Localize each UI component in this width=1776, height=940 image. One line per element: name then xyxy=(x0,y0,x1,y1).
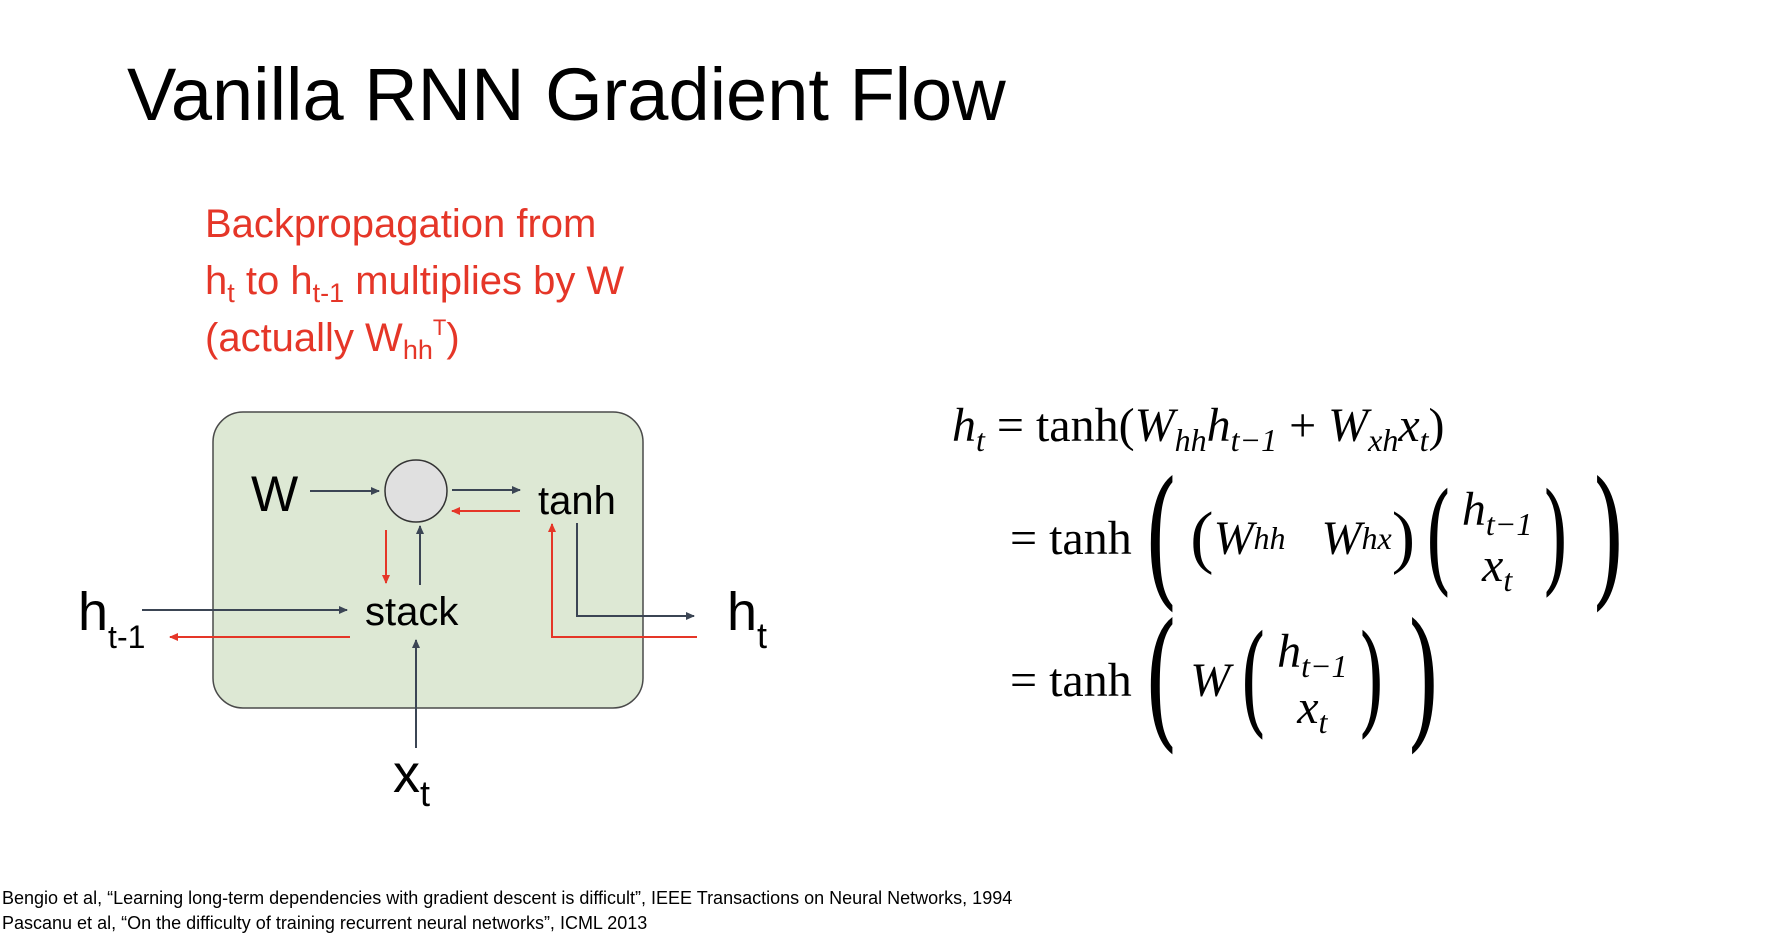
equation-line-1: ht = tanh(Whhht−1 + Wxhxt) xyxy=(952,399,1445,458)
stack-label: stack xyxy=(365,590,459,634)
vector-2: ht−1 xt xyxy=(1277,625,1348,740)
note-line-2: ht to ht-1 multiplies by W xyxy=(205,259,625,308)
tanh-label: tanh xyxy=(538,479,616,523)
backprop-note: Backpropagation from ht to ht-1 multipli… xyxy=(205,196,624,367)
references: Bengio et al, “Learning long-term depend… xyxy=(2,886,1012,936)
ht-to-tanh-back-arrow xyxy=(548,523,697,638)
vector-1: ht−1 xt xyxy=(1461,483,1533,598)
reference-1: Bengio et al, “Learning long-term depend… xyxy=(2,888,1013,908)
tanh-to-ht-arrow xyxy=(576,523,695,620)
equation-line-3: = tanh ( W ( ht−1 xt )) xyxy=(1010,593,1442,767)
reference-2: Pascanu et al, “On the difficulty of tra… xyxy=(2,913,648,933)
ht-label: ht xyxy=(727,582,767,656)
slide-title: Vanilla RNN Gradient Flow xyxy=(127,53,1006,136)
cell-box xyxy=(212,411,644,709)
xt-label: xt xyxy=(393,744,430,814)
hprev-label: ht-1 xyxy=(78,582,145,655)
multiply-node xyxy=(384,459,448,523)
w-label: W xyxy=(251,466,299,522)
note-line-1: Backpropagation from xyxy=(205,202,597,246)
note-line-3: (actually WhhT) xyxy=(205,315,460,365)
